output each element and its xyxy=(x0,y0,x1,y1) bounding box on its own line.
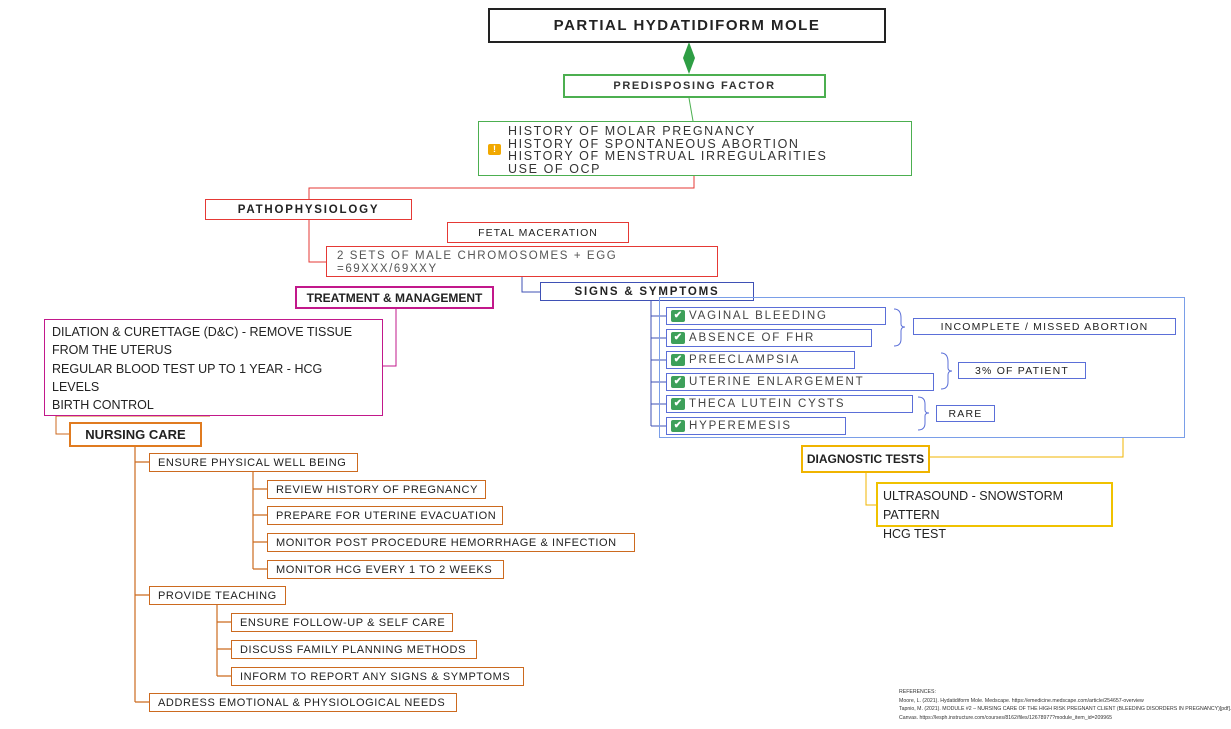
sign-note: RARE xyxy=(936,405,995,422)
sign-item: ✔HYPEREMESIS xyxy=(666,417,846,435)
sign-item: ✔PREECLAMPSIA xyxy=(666,351,855,369)
diagnostic-tests-label: DIAGNOSTIC TESTS xyxy=(801,445,930,473)
reference-item: Tapnio, M. (2021). MODULE #2 – NURSING C… xyxy=(899,706,1231,713)
fetal-maceration-box: FETAL MACERATION xyxy=(447,222,629,243)
treatment-line: DILATION & CURETTAGE (D&C) - REMOVE TISS… xyxy=(52,325,353,339)
sign-item: ✔VAGINAL BLEEDING xyxy=(666,307,886,325)
list-item: HISTORY OF MOLAR PREGNANCY xyxy=(508,124,756,138)
nursing-item: MONITOR POST PROCEDURE HEMORRHAGE & INFE… xyxy=(267,533,635,552)
nursing-item: REVIEW HISTORY OF PREGNANCY xyxy=(267,480,486,499)
signs-symptoms-container xyxy=(659,297,1185,438)
predisposing-factor-list: ! HISTORY OF MOLAR PREGNANCY HISTORY OF … xyxy=(478,121,912,176)
chromosome-box: 2 SETS OF MALE CHROMOSOMES + EGG =69XXX/… xyxy=(326,246,718,277)
checkmark-icon: ✔ xyxy=(671,420,685,432)
sign-item: ✔ABSENCE OF FHR xyxy=(666,329,872,347)
references-heading: REFERENCES: xyxy=(899,689,936,695)
reference-item: Moore, L. (2021). Hydatidiform Mole. Med… xyxy=(899,697,1144,704)
chromosome-line: 2 SETS OF MALE CHROMOSOMES + EGG xyxy=(337,250,618,262)
sign-note: INCOMPLETE / MISSED ABORTION xyxy=(913,318,1176,335)
signs-symptoms-label: SIGNS & SYMPTOMS xyxy=(540,282,754,301)
pathophysiology-label: PATHOPHYSIOLOGY xyxy=(205,199,412,220)
nursing-item: ADDRESS EMOTIONAL & PHYSIOLOGICAL NEEDS xyxy=(149,693,457,712)
nursing-item: INFORM TO REPORT ANY SIGNS & SYMPTOMS xyxy=(231,667,524,686)
checkmark-icon: ✔ xyxy=(671,354,685,366)
nursing-item: DISCUSS FAMILY PLANNING METHODS xyxy=(231,640,477,659)
nursing-item: PREPARE FOR UTERINE EVACUATION xyxy=(267,506,503,525)
sign-item: ✔THECA LUTEIN CYSTS xyxy=(666,395,913,413)
list-item: HISTORY OF SPONTANEOUS ABORTION xyxy=(508,136,800,151)
nursing-item: ENSURE PHYSICAL WELL BEING xyxy=(149,453,358,472)
predisposing-factor-label: PREDISPOSING FACTOR xyxy=(563,74,826,98)
treatment-line: REGULAR BLOOD TEST UP TO 1 YEAR - HCG xyxy=(52,361,323,376)
warning-icon: ! xyxy=(488,144,501,155)
checkmark-icon: ✔ xyxy=(671,332,685,344)
references: REFERENCES: Moore, L. (2021). Hydatidifo… xyxy=(899,688,1231,722)
nursing-care-label: NURSING CARE xyxy=(69,422,202,447)
treatment-management-label: TREATMENT & MANAGEMENT xyxy=(295,286,494,309)
checkmark-icon: ✔ xyxy=(671,398,685,410)
treatment-line: LEVELS xyxy=(52,379,100,394)
list-item: USE OF OCP xyxy=(508,161,602,176)
diagnostic-line: ULTRASOUND - SNOWSTORM PATTERN xyxy=(883,489,1064,522)
checkmark-icon: ✔ xyxy=(671,310,685,322)
nursing-item: MONITOR HCG EVERY 1 TO 2 WEEKS xyxy=(267,560,504,579)
sign-note: 3% OF PATIENT xyxy=(958,362,1086,379)
sign-item: ✔UTERINE ENLARGEMENT xyxy=(666,373,934,391)
checkmark-icon: ✔ xyxy=(671,376,685,388)
treatment-line: BIRTH CONTROL xyxy=(52,398,154,413)
chromosome-line: =69XXX/69XXY xyxy=(337,263,438,275)
diagram-title: PARTIAL HYDATIDIFORM MOLE xyxy=(488,8,886,43)
treatment-details-box: DILATION & CURETTAGE (D&C) - REMOVE TISS… xyxy=(44,319,383,416)
diagnostic-tests-box: ULTRASOUND - SNOWSTORM PATTERN HCG TEST xyxy=(876,482,1113,541)
list-item: HISTORY OF MENSTRUAL IRREGULARITIES xyxy=(508,149,828,163)
treatment-line: FROM THE UTERUS xyxy=(52,343,172,358)
diagnostic-line: HCG TEST xyxy=(883,527,946,541)
reference-item: Canvas. https://lesph.instructure.com/co… xyxy=(899,714,1112,721)
nursing-item: PROVIDE TEACHING xyxy=(149,586,286,605)
nursing-item: ENSURE FOLLOW-UP & SELF CARE xyxy=(231,613,453,632)
